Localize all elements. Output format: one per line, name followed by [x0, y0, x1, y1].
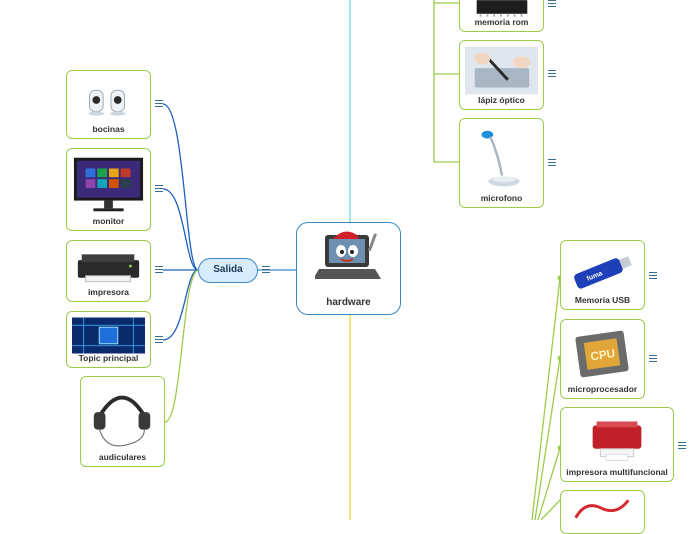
notes-icon[interactable] — [262, 266, 270, 273]
subtopic-memoria-rom[interactable]: memoria rom — [459, 0, 544, 32]
headphones-picture — [86, 382, 159, 452]
printer-picture — [72, 246, 145, 288]
subtopic-impresora-multifuncional[interactable]: impresora multifuncional — [560, 407, 674, 482]
subtopic-label: audiculares — [98, 452, 147, 462]
notes-icon[interactable] — [155, 100, 163, 107]
notes-icon[interactable] — [548, 70, 556, 77]
subtopic-label: bocinas — [92, 124, 125, 134]
subtopic-label: microprocesador — [567, 384, 638, 394]
light-pen-picture — [465, 46, 538, 95]
sata-cable-picture — [566, 496, 639, 520]
multifunction-printer-picture — [579, 413, 655, 467]
monitor-picture — [72, 154, 145, 216]
subtopic-label: Memoria USB — [574, 295, 631, 305]
subtopic-topic-principal[interactable]: Topic principal — [66, 311, 151, 368]
rom-chip-picture — [465, 0, 538, 18]
subtopic-memoria-usb[interactable]: fuma Memoria USB — [560, 240, 645, 310]
subtopic-monitor[interactable]: monitor — [66, 148, 151, 231]
notes-icon[interactable] — [155, 336, 163, 343]
subtopic-microprocesador[interactable]: CPU microprocesador — [560, 319, 645, 399]
subtopic-audiculares[interactable]: audiculares — [80, 376, 165, 467]
subtopic-lapiz-optico[interactable]: lápiz óptico — [459, 40, 544, 110]
subtopic-impresora[interactable]: impresora — [66, 240, 151, 302]
notes-icon[interactable] — [649, 272, 657, 279]
subtopic-label: impresora multifuncional — [566, 467, 668, 477]
laptop-mascot-picture — [313, 229, 383, 287]
cpu-chip-picture: CPU — [566, 325, 639, 384]
subtopic-label: microfono — [480, 193, 523, 203]
circuit-board-picture — [72, 317, 145, 354]
microphone-picture — [465, 124, 538, 193]
notes-icon[interactable] — [155, 185, 163, 192]
subtopic-bocinas[interactable]: bocinas — [66, 70, 151, 139]
notes-icon[interactable] — [548, 0, 556, 7]
subtopic-label: Topic principal — [78, 353, 139, 363]
speakers-picture — [72, 76, 145, 124]
notes-icon[interactable] — [548, 159, 556, 166]
notes-icon[interactable] — [678, 442, 686, 449]
topic-salida[interactable]: Salida — [198, 258, 258, 283]
notes-icon[interactable] — [155, 266, 163, 273]
subtopic-label: lápiz óptico — [478, 95, 525, 105]
central-topic-label: hardware — [326, 297, 371, 308]
subtopic-label: impresora — [87, 287, 130, 297]
svg-text:CPU: CPU — [590, 347, 616, 363]
subtopic-partial-cable[interactable] — [560, 490, 645, 534]
central-topic-hardware[interactable]: hardware — [296, 222, 401, 315]
connector-lines — [162, 0, 563, 520]
usb-drive-picture: fuma — [566, 246, 639, 295]
subtopic-label: memoria rom — [474, 17, 529, 27]
subtopic-microfono[interactable]: microfono — [459, 118, 544, 208]
subtopic-label: monitor — [92, 216, 125, 226]
notes-icon[interactable] — [649, 355, 657, 362]
